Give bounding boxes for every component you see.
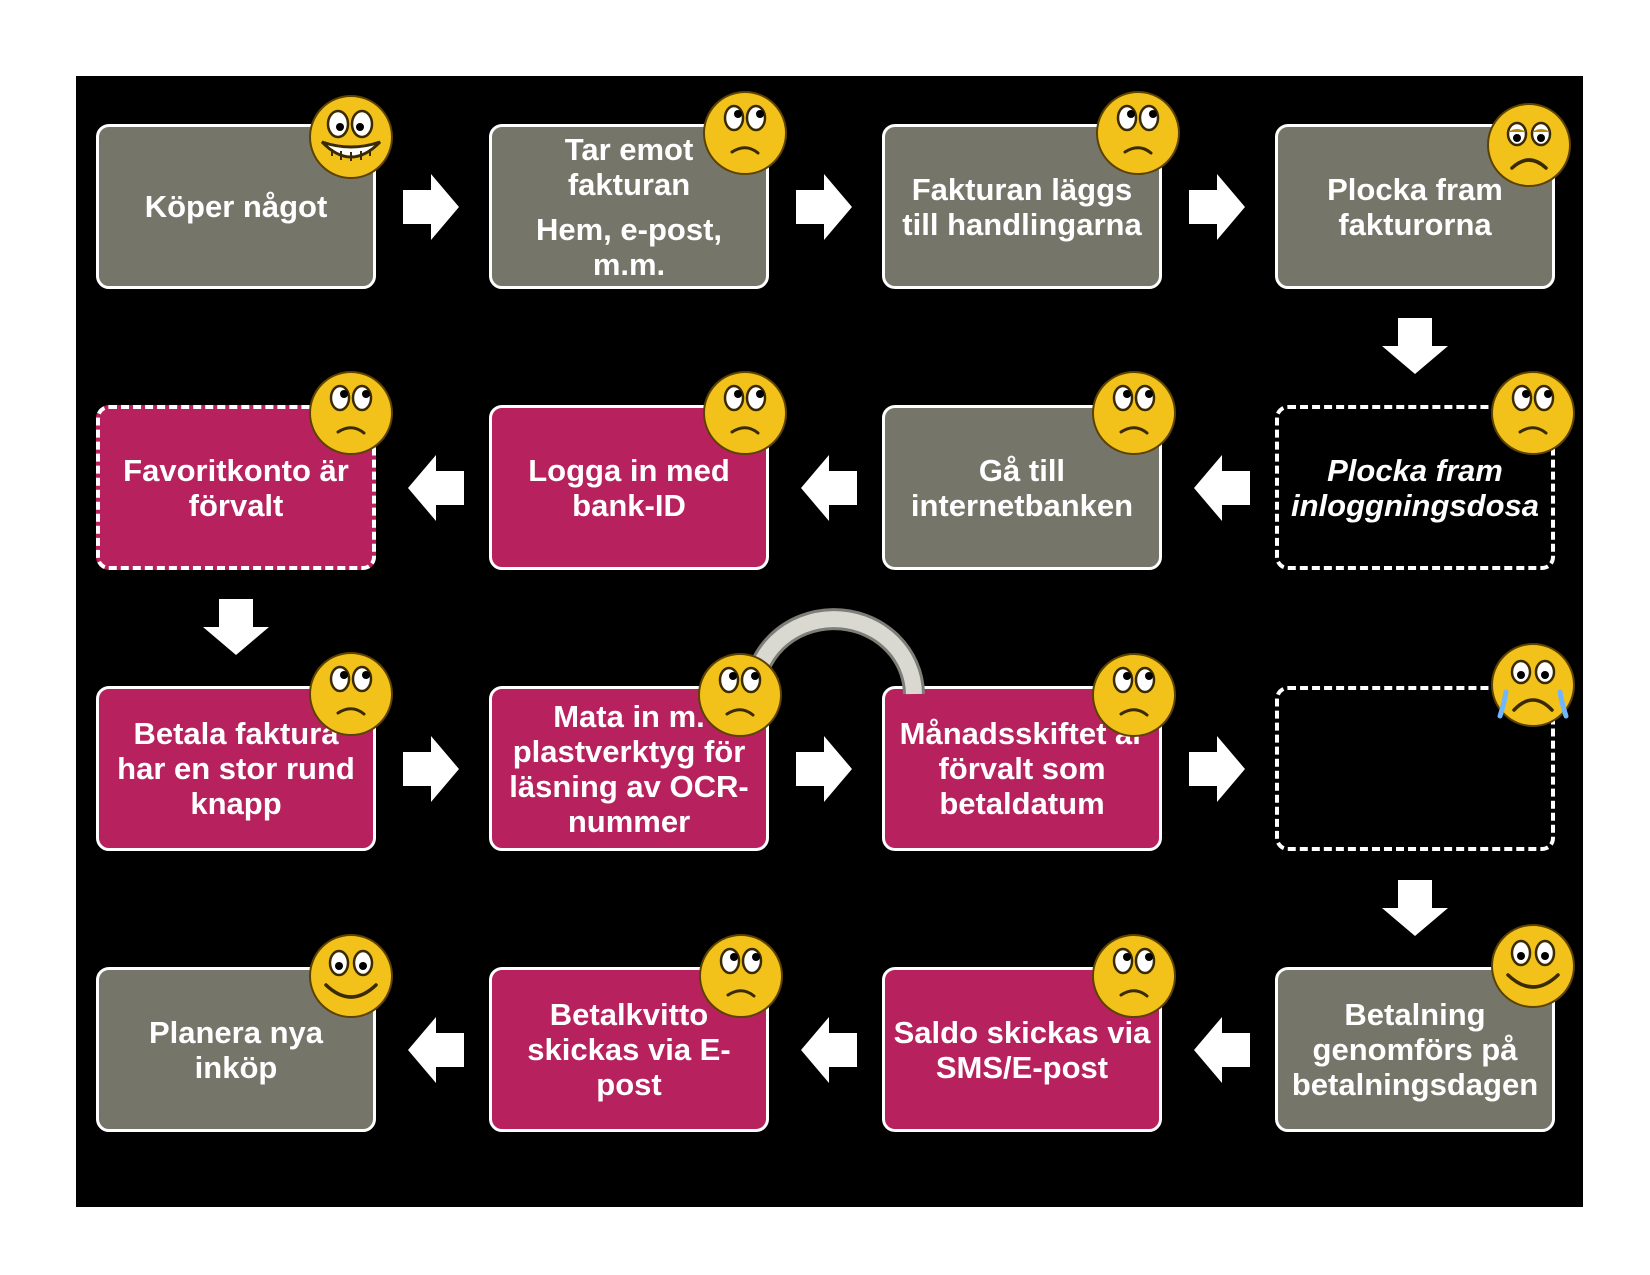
- skeptical-smiley-icon: [308, 651, 394, 737]
- step-label-11: Månadsskiftet är förvalt som betaldatum: [899, 716, 1145, 821]
- arrow-left-icon: [1194, 1017, 1250, 1083]
- skeptical-smiley-icon: [1091, 370, 1177, 456]
- step-label-8: Favoritkonto är förvalt: [123, 452, 349, 523]
- step-label-2: Tar emot fakturan: [564, 131, 694, 202]
- flow-diagram-canvas: Köper något Tar emot fakturan Hem, e-pos…: [76, 76, 1583, 1207]
- grin-smiley-icon: [308, 94, 394, 180]
- arrow-right-icon: [1189, 174, 1245, 240]
- arrow-right-icon: [796, 174, 852, 240]
- skeptical-smiley-icon: [697, 652, 783, 738]
- arrow-left-icon: [801, 455, 857, 521]
- arrow-left-icon: [408, 455, 464, 521]
- skeptical-smiley-icon: [1091, 933, 1177, 1019]
- arrow-left-icon: [801, 1017, 857, 1083]
- step-box-3: Fakturan läggs till handlingarna: [882, 124, 1162, 289]
- skeptical-smiley-icon: [702, 370, 788, 456]
- step-box-13: Betalning genomförs på betalningsdagen: [1275, 967, 1555, 1132]
- step-box-8: Favoritkonto är förvalt: [96, 405, 376, 570]
- step-box-7: Logga in med bank-ID: [489, 405, 769, 570]
- arrow-right-icon: [403, 736, 459, 802]
- step-label-5: Plocka fram inloggningsdosa: [1291, 452, 1539, 523]
- arrow-right-icon: [796, 736, 852, 802]
- crying-smiley-icon: [1490, 642, 1576, 728]
- arrow-down-icon: [1382, 318, 1448, 374]
- step-sublabel-2: Hem, e-post, m.m.: [535, 211, 723, 282]
- arrow-down-icon: [203, 599, 269, 655]
- arrow-down-icon: [1382, 880, 1448, 936]
- step-label-3: Fakturan läggs till handlingarna: [902, 171, 1142, 242]
- skeptical-smiley-icon: [1490, 370, 1576, 456]
- step-box-2: Tar emot fakturan Hem, e-post, m.m.: [489, 124, 769, 289]
- step-label-6: Gå till internetbanken: [910, 452, 1134, 523]
- skeptical-smiley-icon: [698, 933, 784, 1019]
- skeptical-smiley-icon: [702, 90, 788, 176]
- step-label-1: Köper något: [144, 189, 328, 224]
- smile-smiley-icon: [1490, 923, 1576, 1009]
- smile-smiley-icon: [308, 933, 394, 1019]
- step-label-16: Planera nya inköp: [148, 1014, 324, 1085]
- arrow-left-icon: [408, 1017, 464, 1083]
- arrow-right-icon: [403, 174, 459, 240]
- skeptical-smiley-icon: [1095, 90, 1181, 176]
- step-label-4: Plocka fram fakturorna: [1327, 171, 1503, 242]
- sad-smiley-icon: [1486, 102, 1572, 188]
- step-label-10: Mata in m. plastverktyg för läsning av O…: [509, 698, 749, 839]
- arrow-left-icon: [1194, 455, 1250, 521]
- step-label-15: Betalkvitto skickas via E-post: [527, 997, 731, 1102]
- step-label-9: Betala faktura har en stor rund knapp: [117, 716, 355, 821]
- step-box-9: Betala faktura har en stor rund knapp: [96, 686, 376, 851]
- step-label-13: Betalning genomförs på betalningsdagen: [1291, 997, 1539, 1102]
- arrow-right-icon: [1189, 736, 1245, 802]
- skeptical-smiley-icon: [1091, 652, 1177, 738]
- skeptical-smiley-icon: [308, 370, 394, 456]
- step-label-14: Saldo skickas via SMS/E-post: [893, 1014, 1151, 1085]
- step-label-7: Logga in med bank-ID: [528, 452, 730, 523]
